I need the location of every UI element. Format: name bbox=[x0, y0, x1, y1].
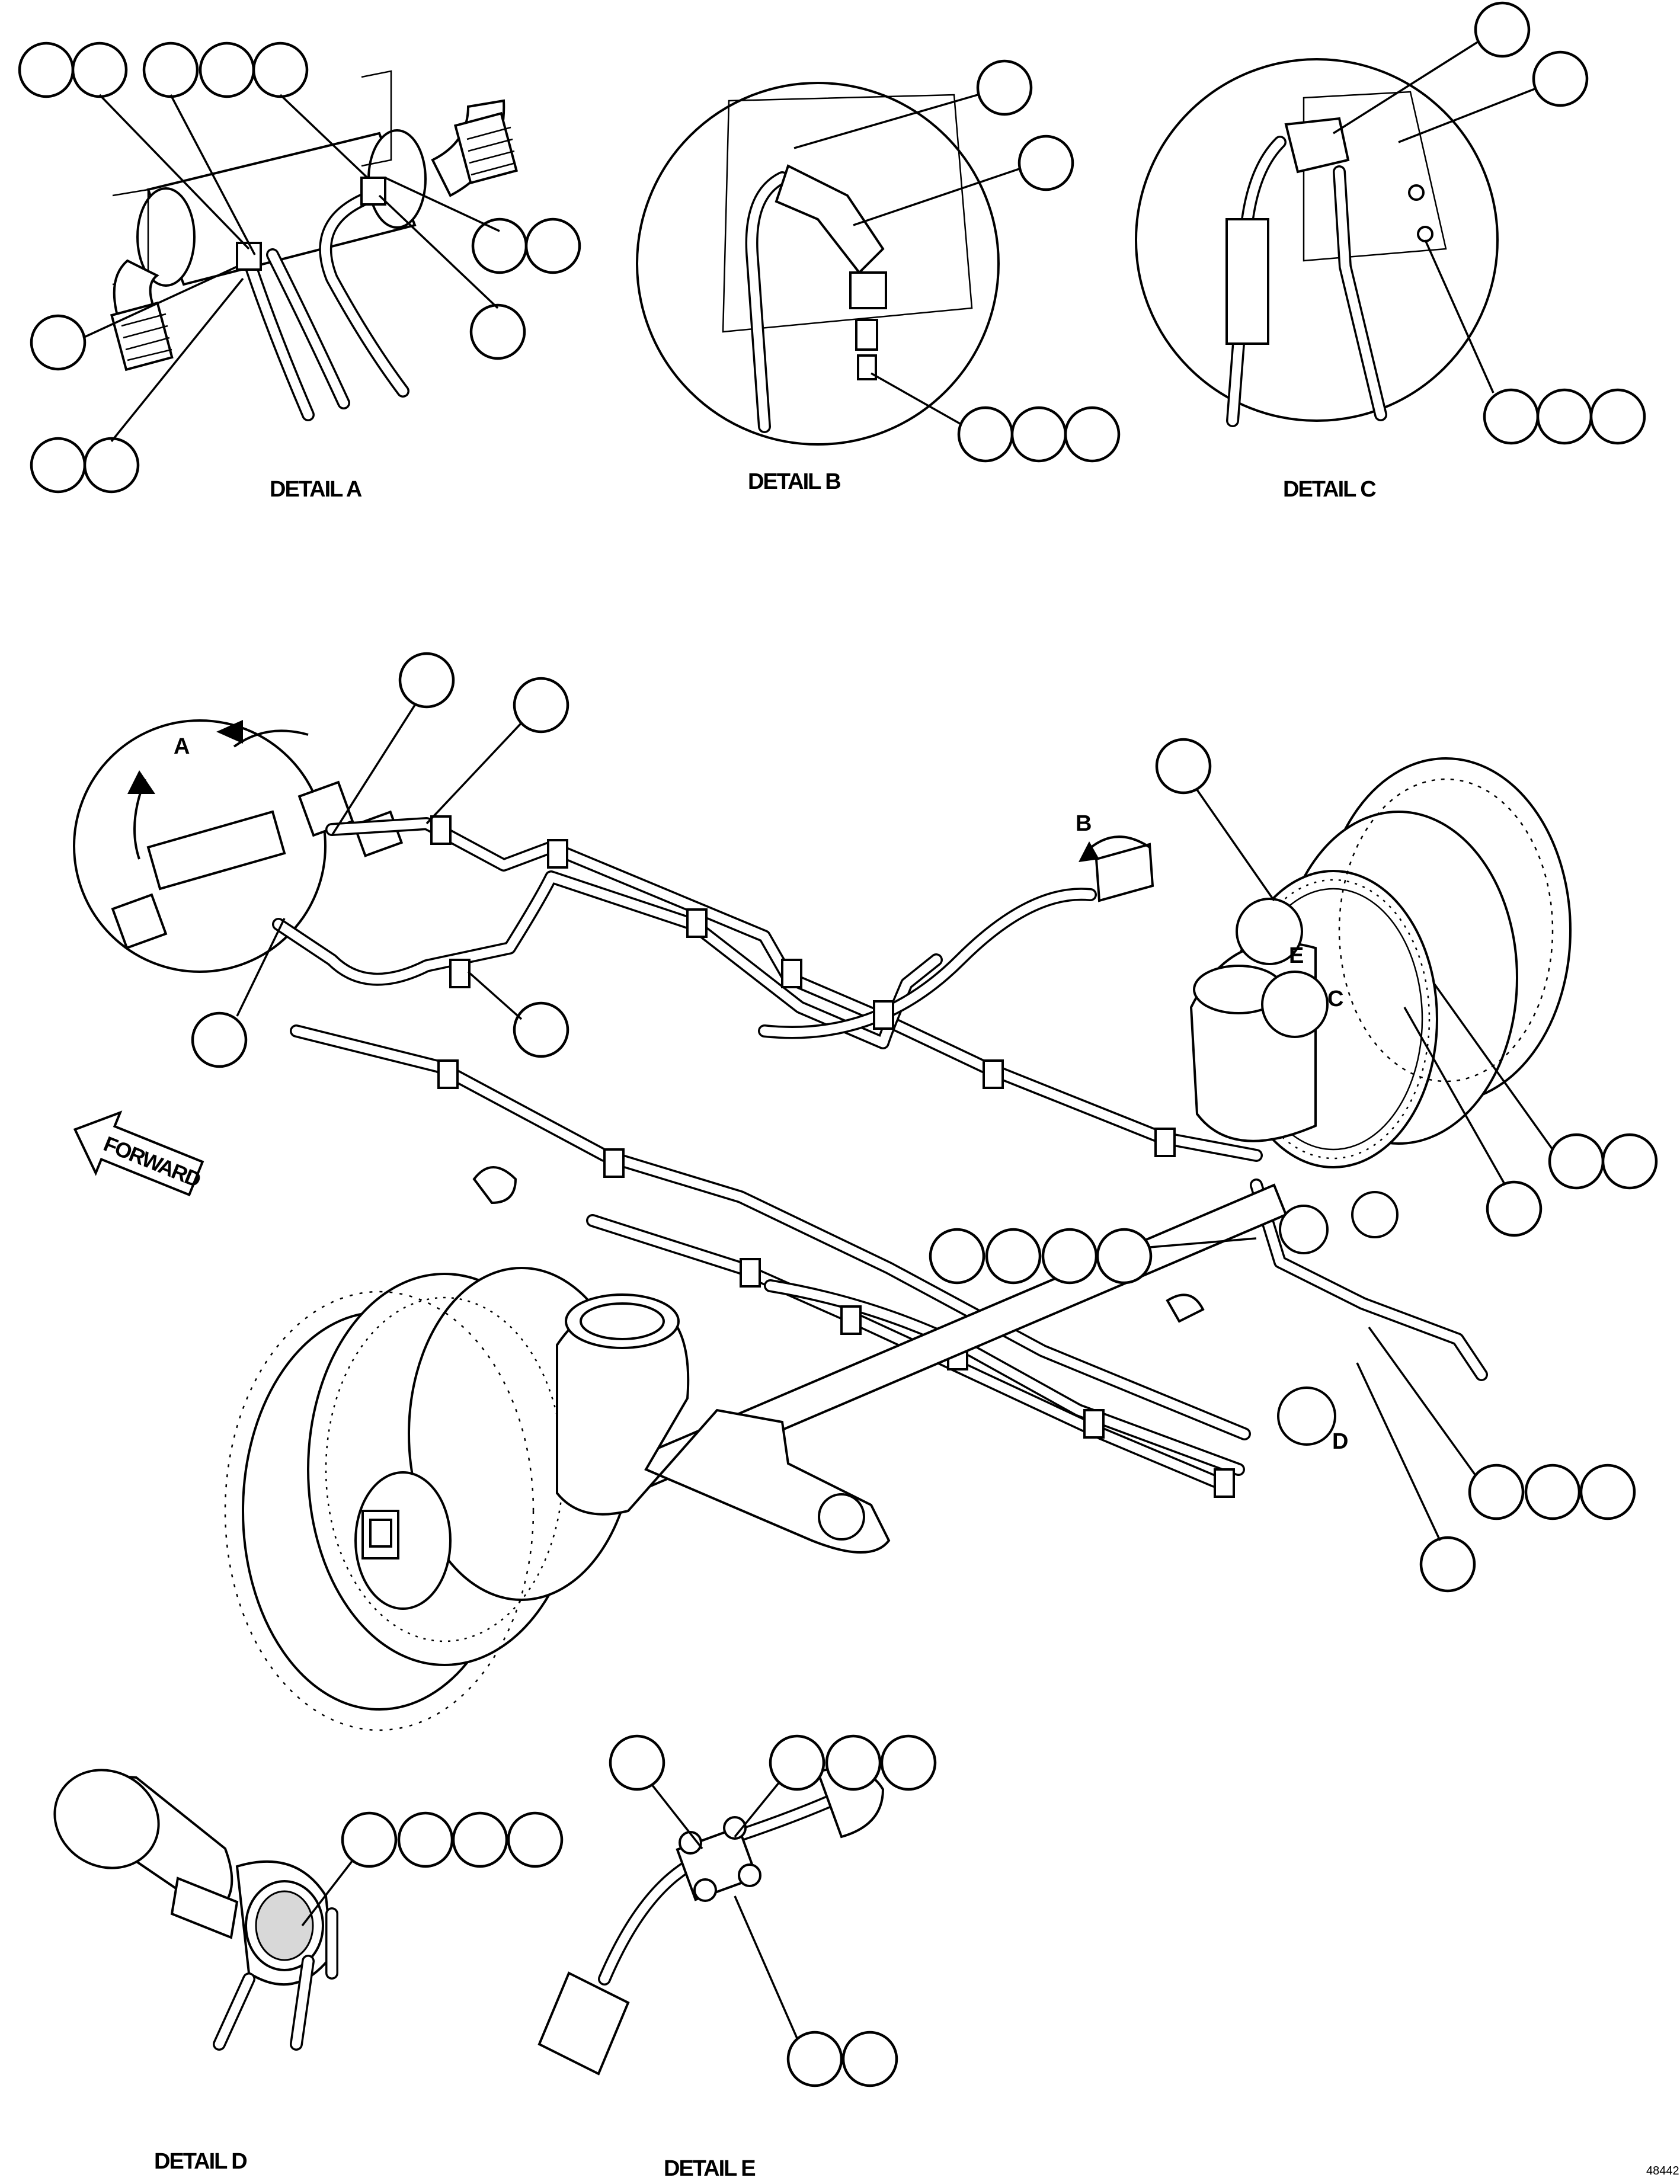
detail-c-view bbox=[1135, 58, 1499, 427]
detail-e-view bbox=[537, 1767, 885, 2076]
ribbed-hose-end-right bbox=[453, 111, 519, 185]
figure-code: 48442 bbox=[1646, 2164, 1679, 2177]
view-b-box bbox=[1095, 843, 1154, 902]
detail-a-view bbox=[110, 70, 519, 421]
detail-d-callouts: DETAIL D bbox=[154, 1811, 564, 2174]
detail-a-callouts: DETAIL A bbox=[18, 41, 581, 502]
main-view-callouts bbox=[191, 652, 1658, 1593]
view-label-b: B bbox=[1076, 811, 1091, 836]
detail-d-label: DETAIL D bbox=[154, 2149, 247, 2174]
detail-b-callouts: DETAIL B bbox=[748, 59, 1121, 494]
detail-b-circle bbox=[636, 82, 1000, 446]
main-assembly-view: A B C D E bbox=[73, 719, 1572, 1731]
forward-arrow: FORWARD bbox=[73, 1110, 204, 1197]
left-wheel bbox=[224, 1267, 635, 1731]
ribbed-hose-end-left bbox=[110, 301, 174, 372]
detail-d-view bbox=[53, 1769, 338, 2051]
fitting-icon bbox=[236, 242, 262, 271]
view-label-c: C bbox=[1327, 987, 1343, 1011]
view-label-e: E bbox=[1289, 943, 1303, 968]
view-c-circle bbox=[1261, 971, 1329, 1038]
view-label-d: D bbox=[1332, 1429, 1348, 1454]
detail-a-label: DETAIL A bbox=[270, 477, 362, 502]
view-d-circle bbox=[1277, 1386, 1336, 1446]
detail-e-label: DETAIL E bbox=[664, 2156, 755, 2181]
view-e-circle bbox=[1236, 898, 1303, 965]
detail-b-view bbox=[636, 82, 1000, 446]
hose-clamp-icon bbox=[430, 815, 1235, 1498]
detail-c-callouts: DETAIL C bbox=[1283, 1, 1646, 502]
detail-c-label: DETAIL C bbox=[1283, 477, 1376, 502]
detail-e-callouts: DETAIL E bbox=[609, 1734, 937, 2181]
detail-b-label: DETAIL B bbox=[748, 469, 840, 494]
view-label-a: A bbox=[174, 734, 190, 759]
